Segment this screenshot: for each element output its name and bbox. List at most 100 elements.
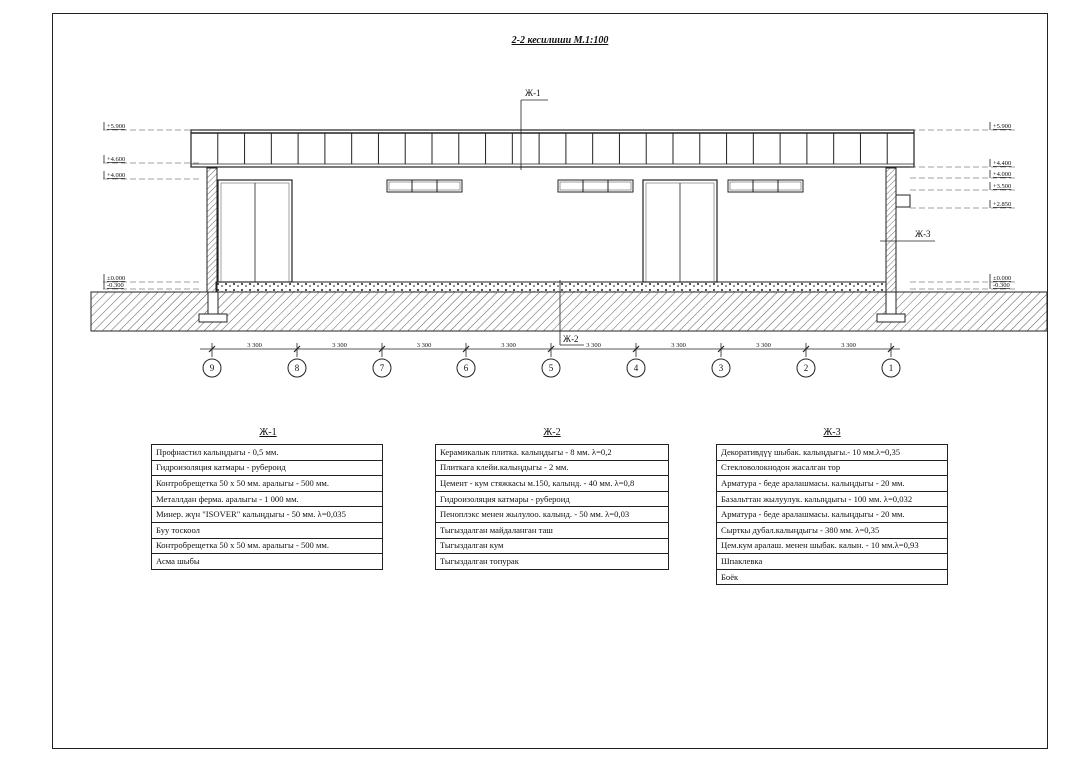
left-foundation [207,291,219,315]
axis-label: 8 [295,363,300,373]
legend-row: Сырткы дубал.калыңдыгы - 380 мм. λ=0,35 [716,521,948,539]
legend-title-zh3: Ж-3 [823,427,841,438]
callout-zh3: Ж-3 [915,229,931,239]
axis-label: 6 [464,363,469,373]
legend-row-text: Арматура - беде аралашмасы. калыңдыгы - … [716,506,948,523]
legend-row-text: Минер. жүн "ISOVER" калыңдыгы - 50 мм. λ… [151,506,383,523]
legend-row-text: Плиткага клейи.калыңдыгы - 2 мм. [435,459,669,477]
legend-row: Тыгыздалган майдаланган таш [435,521,669,539]
legend-row: Профнастил калыңдыгы - 0,5 мм. [151,444,383,461]
legend-row: Тыгыздалган кум [435,537,669,555]
callout-zh2: Ж-2 [563,334,579,344]
dimension-label: 3 300 [841,342,856,349]
right-wall [885,167,897,293]
legend-row-text: Тыгыздалган кум [435,537,669,555]
legend-row: Тыгыздалган топурак [435,553,669,570]
legend-row: Металлдан ферма. аралыгы - 1 000 мм. [151,490,383,508]
level-label-right: +4.000 [993,171,1011,178]
legend-row: Гидроизоляция катмары - рубероид [435,490,669,508]
legend-row-text: Тыгыздалган майдаланган таш [435,521,669,539]
callout-zh1: Ж-1 [525,88,541,98]
axis-bubble [541,358,561,378]
axis-bubble [456,358,476,378]
axis-bubble [372,358,392,378]
legend-row: Пеноплэкс менен жылулоо. калынд. - 50 мм… [435,506,669,523]
legend-title-zh2: Ж-2 [543,427,561,438]
dimension-label: 3 300 [756,342,771,349]
legend-row-text: Гидроизоляция катмары - рубероид [435,490,669,508]
legend-row-text: Тыгыздалган топурак [435,553,669,570]
roof-truss [190,129,915,168]
level-marks: +5.900+4.600+4.000±0.000-0.300+5.900+4.4… [103,122,1016,290]
axis-label: 2 [804,363,809,373]
legend-row: Базальттан жылуулук. калыңдыгы - 100 мм.… [716,490,948,508]
sheet-frame [52,13,1048,749]
level-label-left: -0.300 [107,282,124,289]
level-label-left: +4.600 [107,156,125,163]
legend-row-text: Асма шыбы [151,553,383,570]
legend-table-zh1: Профнастил калыңдыгы - 0,5 мм.Гидроизоля… [151,444,383,570]
legend-row: Цем.кум аралаш. менен шыбак. калын. - 10… [716,537,948,555]
level-label-right: -0.300 [993,282,1010,289]
left-footing [198,313,228,323]
axis-bubble [711,358,731,378]
level-label-right: +5.900 [993,123,1011,130]
legend-row: Контробрещетка 50 х 50 мм. аралыгы - 500… [151,475,383,492]
legend-row-text: Контробрещетка 50 х 50 мм. аралыгы - 500… [151,537,383,555]
legend-row-text: Керамикалык плитка. калыңдыгы - 8 мм. λ=… [435,444,669,461]
wall-vent [895,194,911,208]
legend-row-text: Декоративдүү шыбак. калыңдыгы.- 10 мм.λ=… [716,444,948,461]
legend-row-text: Цемент - кум стяжкасы м.150, калынд. - 4… [435,475,669,492]
axis-bubble [881,358,901,378]
legend-row: Буу тоскоол [151,521,383,539]
dimension-label: 3 300 [332,342,347,349]
dimension-label: 3 300 [417,342,432,349]
axis-bubble [796,358,816,378]
legend-table-zh3: Декоративдүү шыбак. калыңдыгы.- 10 мм.λ=… [716,444,948,586]
legend-row: Гидроизоляция катмары - рубероид [151,459,383,477]
dimension-label: 3 300 [671,342,686,349]
legend-row-text: Арматура - беде аралашмасы. калыңдыгы - … [716,475,948,492]
dimension-label: 3 300 [247,342,262,349]
axis-label: 1 [889,363,894,373]
level-label-right: +3.500 [993,183,1011,190]
axis-label: 7 [380,363,385,373]
legend-row-text: Контробрещетка 50 х 50 мм. аралыгы - 500… [151,475,383,492]
legend-row: Минер. жүн "ISOVER" калыңдыгы - 50 мм. λ… [151,506,383,523]
legend-row-text: Металлдан ферма. аралыгы - 1 000 мм. [151,490,383,508]
legend-row-text: Пеноплэкс менен жылулоо. калынд. - 50 мм… [435,506,669,523]
legend-row-text: Сырткы дубал.калыңдыгы - 380 мм. λ=0,35 [716,521,948,539]
legend-row-text: Боёк [716,568,948,586]
level-label-right: +4.400 [993,160,1011,167]
axis-label: 9 [210,363,215,373]
window-2 [557,179,634,193]
level-label-right: ±0.000 [993,275,1011,282]
floor-slab [215,281,887,293]
level-label-left: ±0.000 [107,275,125,282]
level-label-right: +2.850 [993,201,1011,208]
level-label-left: +5.900 [107,123,125,130]
legend-row: Стекловолокнодон жасалган тор [716,459,948,477]
legend-row-text: Буу тоскоол [151,521,383,539]
sheet-title: 2-2 кесилиши М.1:100 [511,35,609,46]
legend-row: Асма шыбы [151,553,383,570]
right-footing [876,313,906,323]
axis-bubble [287,358,307,378]
legend-row: Плиткага клейи.калыңдыгы - 2 мм. [435,459,669,477]
legend-row-text: Цем.кум аралаш. менен шыбак. калын. - 10… [716,537,948,555]
legend-row: Декоративдүү шыбак. калыңдыгы.- 10 мм.λ=… [716,444,948,461]
legend-row: Арматура - беде аралашмасы. калыңдыгы - … [716,506,948,523]
legend-title-zh1: Ж-1 [259,427,277,438]
axis-bubble [202,358,222,378]
axis-label: 5 [549,363,554,373]
legend-row: Керамикалык плитка. калыңдыгы - 8 мм. λ=… [435,444,669,461]
legend-row: Контробрещетка 50 х 50 мм. аралыгы - 500… [151,537,383,555]
dimension-label: 3 300 [501,342,516,349]
legend-row: Шпаклевка [716,553,948,570]
legend-row-text: Базальттан жылуулук. калыңдыгы - 100 мм.… [716,490,948,508]
legend-row: Цемент - кум стяжкасы м.150, калынд. - 4… [435,475,669,492]
window-1 [386,179,463,193]
left-wall [206,167,218,293]
